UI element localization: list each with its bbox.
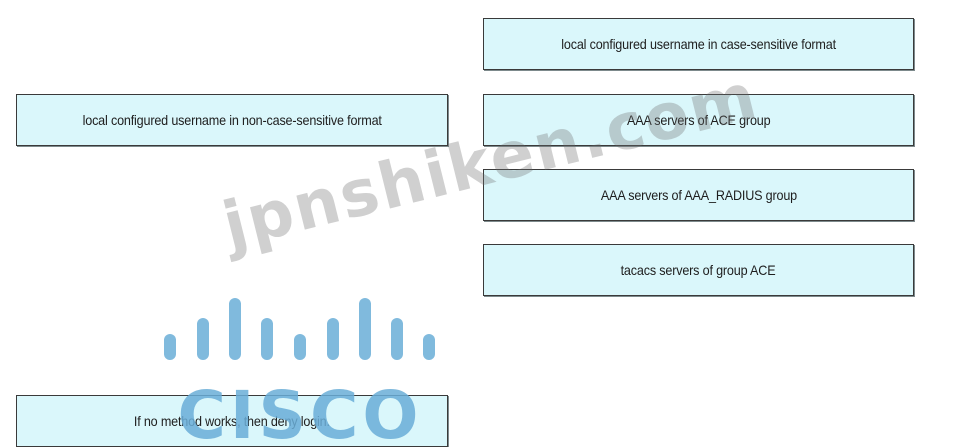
drag-option-tacacs-servers-ace[interactable]: tacacs servers of group ACE [483,244,914,296]
drag-option-case-sensitive-username[interactable]: local configured username in case-sensit… [483,18,914,70]
option-label: local configured username in non-case-se… [82,112,382,128]
option-label: AAA servers of ACE group [626,112,771,128]
drag-option-non-case-sensitive-username[interactable]: local configured username in non-case-se… [16,94,448,146]
option-label: If no method works, then deny login. [134,413,330,429]
option-label: local configured username in case-sensit… [561,36,836,52]
watermark-text: jpnshiken.com [216,59,766,264]
option-label: AAA servers of AAA_RADIUS group [600,187,797,203]
drag-option-deny-login[interactable]: If no method works, then deny login. [16,395,448,447]
drag-option-aaa-servers-ace-group[interactable]: AAA servers of ACE group [483,94,914,146]
option-label: tacacs servers of group ACE [621,262,776,278]
drag-option-aaa-radius-group[interactable]: AAA servers of AAA_RADIUS group [483,169,914,221]
